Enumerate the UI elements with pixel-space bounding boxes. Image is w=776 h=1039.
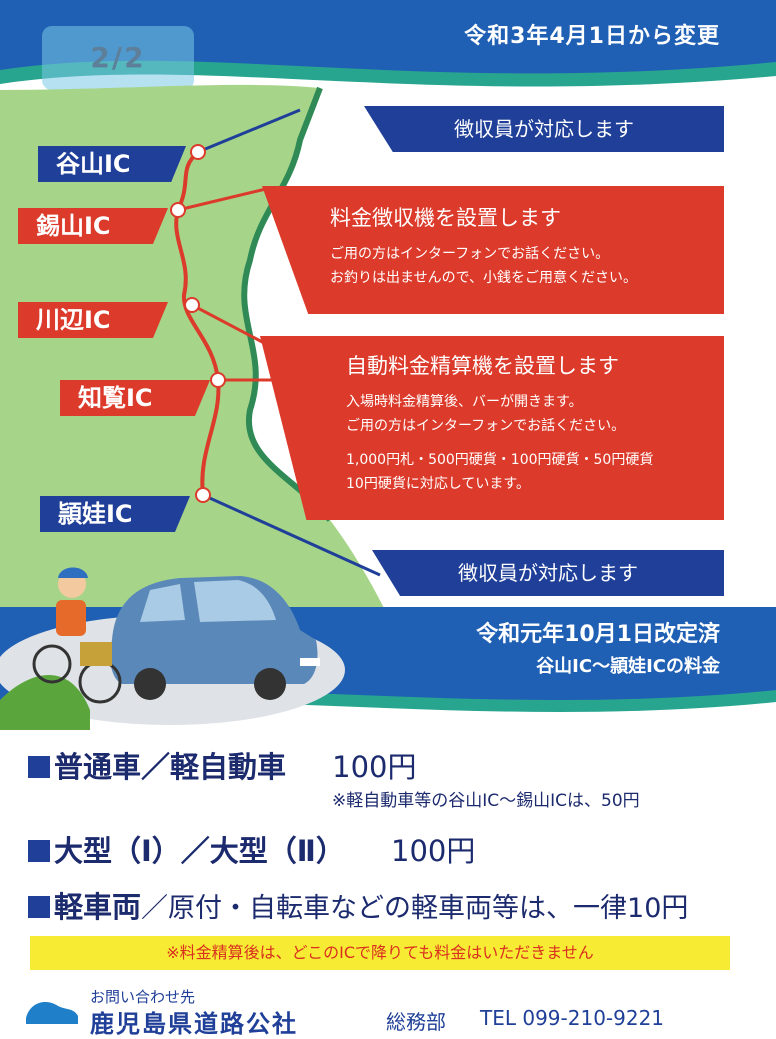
fee-label-light: 軽車両 xyxy=(54,890,142,924)
callout-taniyama: 徴収員が対応します xyxy=(364,106,724,152)
revised-title: 令和元年10月1日改定済 xyxy=(476,622,720,647)
fee-note-kei: ※軽自動車等の谷山IC～錫山ICは、50円 xyxy=(332,791,640,811)
contact-organization: 鹿児島県道路公社 xyxy=(90,1010,298,1038)
fee-label-regular: 普通車／軽自動車 xyxy=(54,750,287,784)
bullet-square-icon xyxy=(28,756,50,778)
callout-suzuyama-line-1: ご用の方はインターフォンでお話ください。 xyxy=(330,246,610,262)
car-icon xyxy=(110,576,320,700)
ic-label-kawanabe: 川辺IC xyxy=(18,302,168,338)
ic-node-chiran xyxy=(210,372,226,388)
fee-label-large: 大型（Ⅰ）／大型（Ⅱ） xyxy=(54,834,345,868)
contact-department: 総務部 xyxy=(386,1010,446,1034)
callout-suzuyama-line-2: お釣りは出ませんので、小銭をご用意ください。 xyxy=(330,270,638,286)
fee-price-regular: 100円 xyxy=(332,750,417,784)
fee-price-large: 100円 xyxy=(391,834,476,868)
page-number-badge: 2/2 xyxy=(42,26,194,90)
ic-node-taniyama xyxy=(190,144,206,160)
callout-ei: 徴収員が対応します xyxy=(372,550,724,596)
callout-kc-line-1: 入場時料金精算後、バーが開きます。 xyxy=(346,394,583,410)
fee-row-regular: 普通車／軽自動車 100円 xyxy=(28,744,416,786)
ic-node-ei xyxy=(195,487,211,503)
connector-kawanabe xyxy=(191,303,269,347)
ic-label-chiran: 知覧IC xyxy=(60,380,210,416)
ic-node-suzuyama xyxy=(170,202,186,218)
fee-row-large: 大型（Ⅰ）／大型（Ⅱ） 100円 xyxy=(28,828,475,870)
bush xyxy=(0,675,90,730)
ic-node-kawanabe xyxy=(184,297,200,313)
bullet-square-icon xyxy=(28,840,50,862)
cyclist-icon xyxy=(32,567,122,704)
ic-label-taniyama: 谷山IC xyxy=(38,146,186,182)
bullet-square-icon xyxy=(28,896,50,918)
connector-suzuyama xyxy=(177,186,271,212)
callout-suzuyama: 料金徴収機を設置します ご用の方はインターフォンでお話ください。 お釣りは出ませ… xyxy=(262,186,724,314)
callout-suzuyama-heading: 料金徴収機を設置します xyxy=(330,206,561,230)
callout-kc-heading: 自動料金精算機を設置します xyxy=(346,354,619,378)
callout-kc-line-3: 1,000円札・500円硬貨・100円硬貨・50円硬貨 xyxy=(346,452,654,468)
callout-kc-line-4: 10円硬貨に対応しています。 xyxy=(346,476,530,492)
callout-kc-line-2: ご用の方はインターフォンでお話ください。 xyxy=(346,418,626,434)
callout-kawanabe-chiran: 自動料金精算機を設置します 入場時料金精算後、バーが開きます。 ご用の方はインタ… xyxy=(260,336,724,520)
fee-detail-light: ／原付・自転車などの軽車両等は、一律10円 xyxy=(141,893,689,924)
ic-label-ei: 頴娃IC xyxy=(40,496,190,532)
header-title: 令和3年4月1日から変更 xyxy=(464,24,720,49)
connector-ei xyxy=(202,493,381,577)
fee-row-light: 軽車両／原付・自転車などの軽車両等は、一律10円 xyxy=(28,884,688,926)
org-logo-icon xyxy=(26,1002,78,1024)
revised-subtitle: 谷山IC～頴娃ICの料金 xyxy=(536,656,720,677)
route-line xyxy=(174,150,221,496)
ic-label-suzuyama: 錫山IC xyxy=(18,208,168,244)
notice-banner: ※料金精算後は、どこのICで降りても料金はいただきません xyxy=(30,936,730,970)
contact-label: お問い合わせ先 xyxy=(90,988,196,1006)
contact-phone: TEL 099-210-9221 xyxy=(480,1006,665,1030)
illustration xyxy=(0,567,345,730)
connector-taniyama xyxy=(197,108,301,154)
